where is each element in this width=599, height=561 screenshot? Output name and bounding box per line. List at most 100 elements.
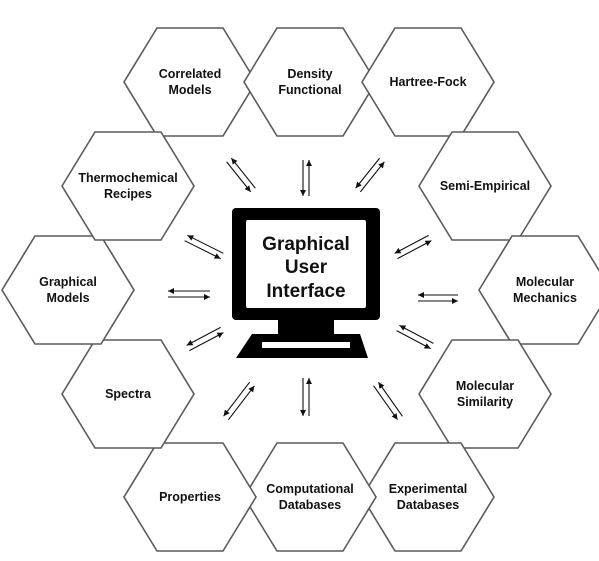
arrow-shaft (378, 381, 403, 417)
arrow-shaft (186, 326, 221, 346)
bidirectional-arrow-icon (373, 381, 403, 421)
arrow-shaft (184, 240, 221, 260)
arrow-shaft (227, 385, 255, 421)
arrow-shaft (355, 157, 381, 189)
hex-label-graphical-models: Models (46, 291, 89, 305)
arrow-head (424, 240, 432, 247)
arrow-shaft (223, 381, 251, 417)
hex-outline-molecular-similarity (418, 339, 552, 449)
hex-outline-graphical-models (1, 235, 135, 345)
hex-spectra: Spectra (61, 339, 195, 449)
module-hexagons: CorrelatedModelsDensityFunctionalHartree… (1, 27, 599, 552)
hex-outline-experimental-databases (361, 442, 495, 552)
arrow-head (394, 247, 402, 254)
center-title-line-1: Graphical (262, 234, 350, 255)
hex-hartree-fock: Hartree-Fock (361, 27, 495, 137)
hex-label-correlated-models: Correlated (159, 67, 222, 81)
hex-label-molecular-mechanics: Mechanics (513, 291, 577, 305)
arrow-shaft (396, 330, 431, 350)
arrow-head (248, 385, 255, 393)
hex-label-spectra: Spectra (105, 387, 152, 401)
hex-label-correlated-models: Models (168, 83, 211, 97)
hex-outline-density-functional (243, 27, 377, 137)
hex-outline-correlated-models (123, 27, 257, 137)
bidirectional-arrow-icon (223, 381, 255, 421)
hex-label-density-functional: Density (287, 67, 332, 81)
arrow-shaft (187, 234, 224, 254)
arrow-head (231, 158, 238, 165)
hex-outline-semi-empirical (418, 131, 552, 241)
arrow-head (300, 190, 306, 196)
hex-label-computational-databases: Computational (266, 482, 354, 496)
hex-label-molecular-similarity: Molecular (456, 379, 514, 393)
hex-label-experimental-databases: Databases (397, 498, 460, 512)
bidirectional-arrow-icon (226, 157, 256, 193)
center-title-line-2: User (285, 257, 328, 278)
arrow-head (213, 253, 221, 259)
bidirectional-arrow-icon (394, 234, 432, 260)
bidirectional-arrow-icon (186, 326, 224, 352)
hex-properties: Properties (123, 442, 257, 552)
bidirectional-arrow-icon (300, 160, 312, 196)
computer-monitor-icon: Graphical User Interface (232, 208, 380, 358)
bidirectional-arrow-icon (300, 378, 312, 416)
arrow-head (418, 292, 424, 298)
hex-label-computational-databases: Databases (279, 498, 342, 512)
hex-label-molecular-mechanics: Molecular (516, 275, 574, 289)
hex-outline-computational-databases (243, 442, 377, 552)
hex-label-properties: Properties (159, 490, 221, 504)
arrow-head (391, 413, 398, 420)
arrow-head (186, 339, 194, 346)
hex-label-thermochemical-recipes: Thermochemical (78, 171, 177, 185)
bidirectional-arrow-icon (355, 157, 385, 193)
arrow-head (399, 325, 407, 331)
arrow-head (204, 294, 210, 300)
arrow-head (168, 288, 174, 294)
arrow-head (216, 332, 224, 339)
arrow-head (378, 382, 385, 389)
arrow-shaft (373, 385, 398, 421)
hex-label-semi-empirical: Semi-Empirical (440, 179, 530, 193)
arrow-shaft (189, 332, 224, 352)
arrow-head (223, 409, 230, 417)
hex-semi-empirical: Semi-Empirical (418, 131, 552, 241)
hex-label-experimental-databases: Experimental (389, 482, 468, 496)
arrow-shaft (394, 234, 429, 254)
bidirectional-arrow-icon (168, 288, 210, 300)
arrow-shaft (399, 324, 434, 344)
arrow-shaft (359, 161, 385, 193)
arrow-head (306, 160, 312, 166)
arrow-head (187, 235, 195, 241)
arrow-head (306, 378, 312, 384)
hex-outline-molecular-mechanics (478, 235, 599, 345)
arrow-head (378, 161, 385, 169)
arrow-shaft (397, 240, 432, 260)
hex-label-density-functional: Functional (278, 83, 341, 97)
arrow-head (452, 298, 458, 304)
connection-arrows (168, 157, 458, 421)
bidirectional-arrow-icon (184, 234, 224, 260)
hex-label-graphical-models: Graphical (39, 275, 97, 289)
center-title-line-3: Interface (266, 281, 345, 302)
arrow-head (244, 185, 251, 192)
monitor-base-slot (262, 342, 350, 348)
arrow-shaft (230, 157, 256, 189)
hex-label-molecular-similarity: Similarity (457, 395, 513, 409)
hex-outline-hartree-fock (361, 27, 495, 137)
hex-label-thermochemical-recipes: Recipes (104, 187, 152, 201)
bidirectional-arrow-icon (418, 292, 458, 304)
arrow-head (300, 410, 306, 416)
arrow-head (355, 181, 362, 189)
hex-label-hartree-fock: Hartree-Fock (389, 75, 466, 89)
arrow-shaft (226, 161, 252, 193)
monitor-neck (278, 320, 334, 334)
